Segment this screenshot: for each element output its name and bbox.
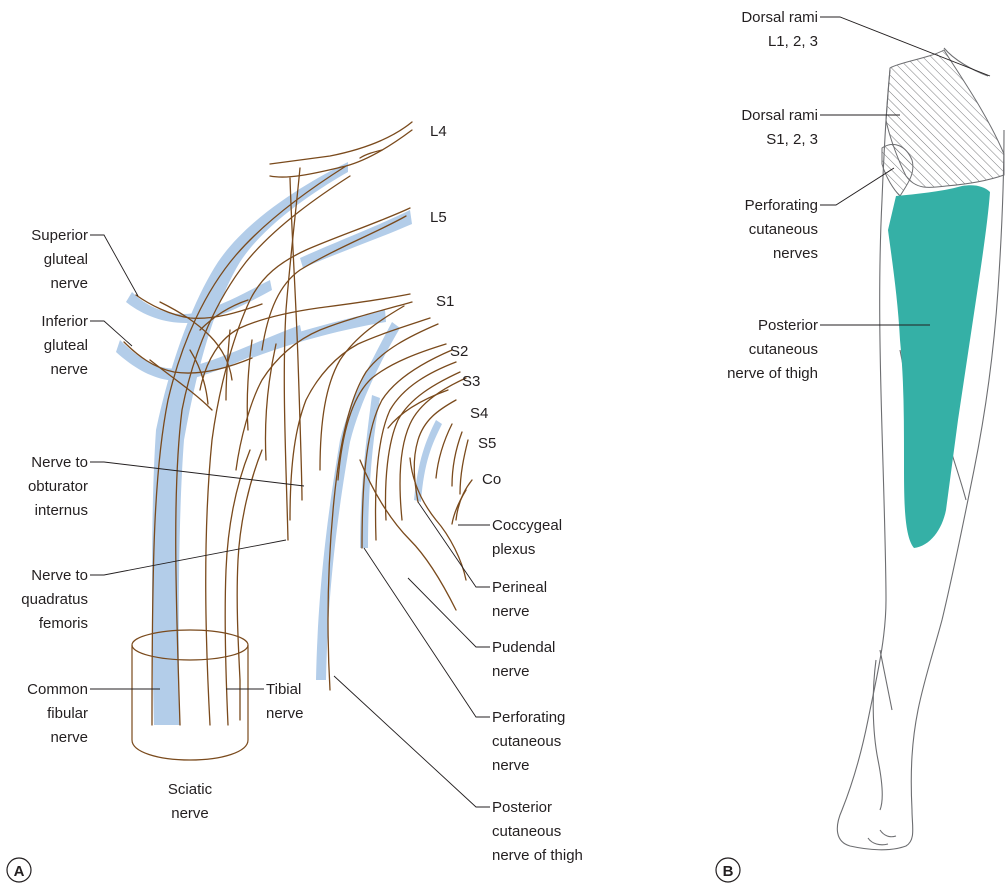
label-dorsal-rami-s123: Dorsal rami S1, 2, 3: [741, 107, 818, 148]
sciatic-bucket: [132, 630, 248, 760]
label-line: Coccygeal: [492, 517, 562, 534]
label-coccygeal-plexus: Coccygeal plexus: [492, 517, 562, 558]
label-posterior-cutaneous-nerve-of-thigh: Posterior cutaneous nerve of thigh: [492, 799, 583, 864]
panel-a-letter: A: [7, 858, 31, 882]
label-line: cutaneous: [492, 733, 561, 750]
leader-inferior-gluteal: [90, 321, 132, 346]
label-line: obturator: [28, 478, 88, 495]
label-perforating-cutaneous-nerves: Perforating cutaneous nerves: [745, 197, 818, 262]
label-line: Perineal: [492, 579, 547, 596]
label-line: nerve: [50, 361, 88, 378]
label-pudendal-nerve: Pudendal nerve: [492, 639, 555, 680]
l5-blue-band: [300, 210, 412, 268]
panel-b-labels: Dorsal rami L1, 2, 3 Dorsal rami S1, 2, …: [727, 9, 818, 382]
label-nerve-to-quadratus-femoris: Nerve to quadratus femoris: [21, 567, 88, 632]
label-inferior-gluteal-nerve: Inferior gluteal nerve: [41, 313, 88, 378]
leader-pudendal: [408, 578, 490, 647]
label-line: gluteal: [44, 251, 88, 268]
posterior-cutaneous-area: [888, 185, 990, 548]
label-sciatic-nerve: Sciatic nerve: [168, 781, 213, 822]
leader-posterior-cutaneous: [334, 676, 490, 807]
label-common-fibular-nerve: Common fibular nerve: [27, 681, 88, 746]
ankle-contour: [873, 660, 882, 810]
label-line: Posterior: [492, 799, 552, 816]
root-labels: L4 L5 S1 S2 S3 S4 S5 Co: [430, 123, 501, 488]
label-line: S1, 2, 3: [766, 131, 818, 148]
label-line: nerve: [492, 757, 530, 774]
label-line: nerve: [171, 805, 209, 822]
bucket-body: [132, 645, 248, 760]
label-line: L1, 2, 3: [768, 33, 818, 50]
label-line: Nerve to: [31, 567, 88, 584]
label-posterior-cutaneous-nerve-of-thigh-b: Posterior cutaneous nerve of thigh: [727, 317, 818, 382]
label-line: Common: [27, 681, 88, 698]
leader-obturator-internus: [90, 462, 304, 486]
label-line: nerve: [50, 275, 88, 292]
label-line: nerve: [266, 705, 304, 722]
label-tibial-nerve: Tibial nerve: [266, 681, 304, 722]
leader-superior-gluteal: [90, 235, 138, 296]
label-superior-gluteal-nerve: Superior gluteal nerve: [31, 227, 88, 292]
label-line: nerve: [492, 663, 530, 680]
panel-b: Dorsal rami L1, 2, 3 Dorsal rami S1, 2, …: [716, 9, 1004, 882]
label-nerve-to-obturator-internus: Nerve to obturator internus: [28, 454, 88, 519]
root-label-l4: L4: [430, 123, 447, 140]
root-label-co: Co: [482, 471, 501, 488]
root-label-s5: S5: [478, 435, 496, 452]
label-line: cutaneous: [749, 341, 818, 358]
label-line: cutaneous: [749, 221, 818, 238]
label-line: Superior: [31, 227, 88, 244]
label-dorsal-rami-l123: Dorsal rami L1, 2, 3: [741, 9, 818, 50]
label-line: Tibial: [266, 681, 301, 698]
left-labels: Superior gluteal nerve Inferior gluteal …: [21, 227, 88, 746]
label-line: cutaneous: [492, 823, 561, 840]
root-label-l5: L5: [430, 209, 447, 226]
label-line: femoris: [39, 615, 88, 632]
leader-quadratus-femoris: [90, 540, 286, 575]
label-line: Dorsal rami: [741, 107, 818, 124]
label-line: Posterior: [758, 317, 818, 334]
root-label-s2: S2: [450, 343, 468, 360]
label-line: nerves: [773, 245, 818, 262]
label-perforating-cutaneous-nerve: Perforating cutaneous nerve: [492, 709, 565, 774]
label-line: Perforating: [492, 709, 565, 726]
right-labels: Coccygeal plexus Perineal nerve Pudendal…: [168, 517, 583, 864]
label-line: gluteal: [44, 337, 88, 354]
foot-toes: [868, 830, 896, 845]
leader-perforating: [364, 548, 490, 717]
bucket-top-rim: [132, 630, 248, 660]
label-line: Perforating: [745, 197, 818, 214]
label-line: plexus: [492, 541, 535, 558]
calf-contour: [880, 650, 892, 710]
highlighted-nerve-fills: [116, 162, 442, 725]
panel-a-letter-text: A: [14, 863, 25, 880]
panel-a: L4 L5 S1 S2 S3 S4 S5 Co Superior gluteal…: [7, 122, 583, 882]
label-line: fibular: [47, 705, 88, 722]
label-line: quadratus: [21, 591, 88, 608]
label-line: Inferior: [41, 313, 88, 330]
label-line: internus: [35, 502, 88, 519]
root-label-s3: S3: [462, 373, 480, 390]
label-line: nerve: [50, 729, 88, 746]
label-line: Dorsal rami: [741, 9, 818, 26]
label-line: nerve of thigh: [492, 847, 583, 864]
root-label-s1: S1: [436, 293, 454, 310]
label-line: nerve: [492, 603, 530, 620]
label-perineal-nerve: Perineal nerve: [492, 579, 547, 620]
label-line: Nerve to: [31, 454, 88, 471]
panel-b-letter: B: [716, 858, 740, 882]
panel-b-letter-text: B: [723, 863, 734, 880]
label-line: nerve of thigh: [727, 365, 818, 382]
root-label-s4: S4: [470, 405, 488, 422]
label-line: Sciatic: [168, 781, 213, 798]
label-line: Pudendal: [492, 639, 555, 656]
